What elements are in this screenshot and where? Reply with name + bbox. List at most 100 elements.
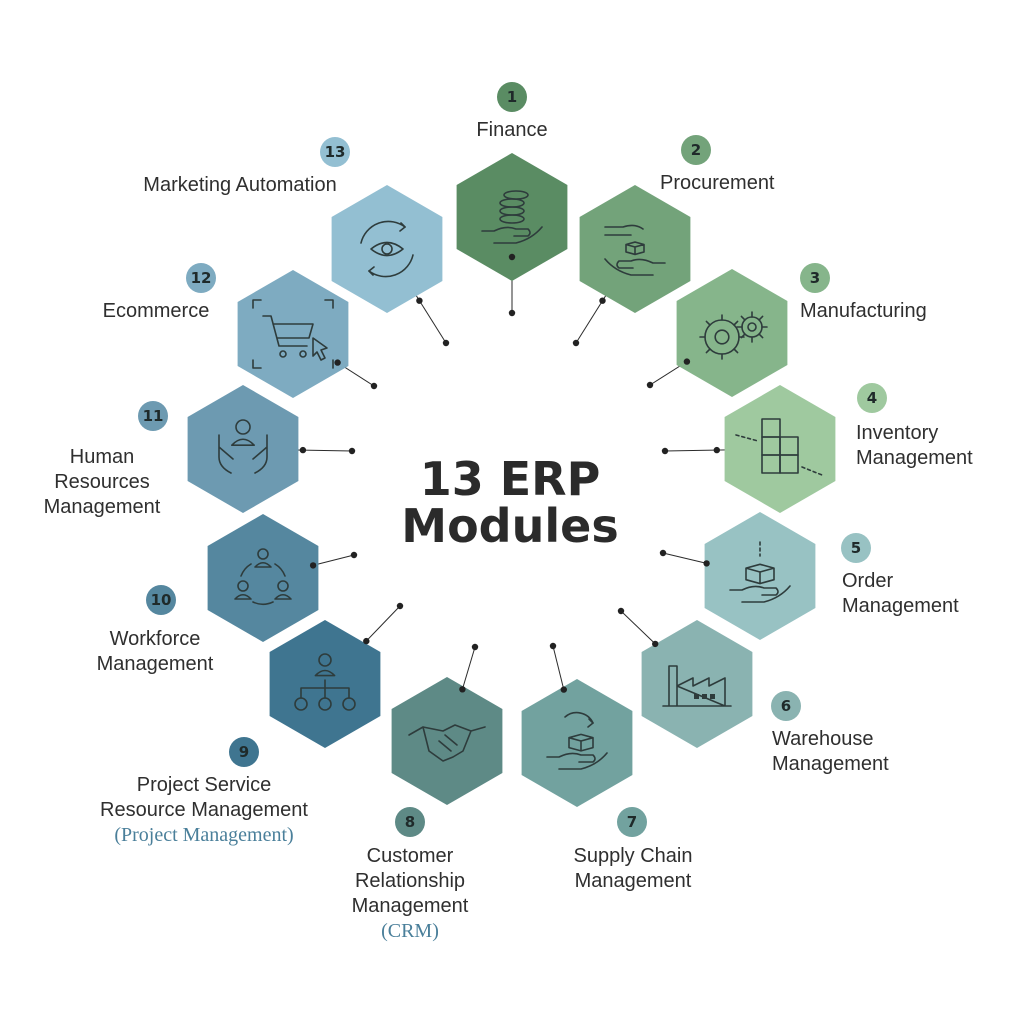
module-label-7-line-2: Management <box>575 870 692 892</box>
stacked-boxes-icon <box>735 418 823 476</box>
module-number-10: 10 <box>151 591 172 609</box>
module-label-7-line-1: Supply Chain <box>574 845 693 867</box>
module-sublabel-9: (Project Management) <box>114 824 293 846</box>
module-badge-11 <box>138 401 168 431</box>
module-label-1-line-1: Finance <box>476 119 547 141</box>
module-badge-10 <box>146 585 176 615</box>
module-hexagon-8 <box>391 677 503 805</box>
module-number-5: 5 <box>851 539 861 557</box>
module-label-11-line-1: Human <box>70 446 134 468</box>
module-badge-5 <box>841 533 871 563</box>
module-number-9: 9 <box>239 743 249 761</box>
connector-dot-outer-9 <box>363 637 370 645</box>
module-label-8-line-3: Management <box>352 895 469 917</box>
module-number-2: 2 <box>691 141 701 159</box>
person-hands-icon <box>218 419 268 474</box>
module-badge-2 <box>681 135 711 165</box>
module-badge-13 <box>320 137 350 167</box>
connector-dot-inner-6 <box>617 607 625 615</box>
module-number-13: 13 <box>325 143 346 161</box>
connector-dot-inner-3 <box>646 381 654 389</box>
module-number-8: 8 <box>405 813 415 831</box>
connector-dot-inner-5 <box>659 549 667 557</box>
box-cycle-hand-icon <box>546 711 608 770</box>
module-label-4-line-1: Inventory <box>856 422 938 444</box>
module-badge-9 <box>229 737 259 767</box>
module-label-9-line-1: Project Service <box>137 774 272 796</box>
module-label-5-line-2: Management <box>842 595 959 617</box>
module-number-11: 11 <box>143 407 164 425</box>
module-badge-6 <box>771 691 801 721</box>
module-label-8-line-1: Customer <box>367 845 454 867</box>
connector-dot-inner-10 <box>350 551 358 559</box>
center-title: 13 ERP Modules <box>401 452 618 553</box>
module-label-10-line-1: Workforce <box>110 628 201 650</box>
connector-dot-outer-10 <box>309 562 317 569</box>
module-label-13-line-1: Marketing Automation <box>143 174 336 196</box>
connector-dot-outer-12 <box>334 359 341 366</box>
module-badge-3 <box>800 263 830 293</box>
module-badge-7 <box>617 807 647 837</box>
module-hexagon-11 <box>187 385 299 513</box>
module-number-12: 12 <box>191 269 212 287</box>
box-exchange-hands-icon <box>604 224 666 276</box>
module-label-6-line-2: Management <box>772 753 889 775</box>
connector-dot-inner-7 <box>549 642 557 650</box>
module-label-6-line-1: Warehouse <box>772 728 874 750</box>
connector-dot-outer-7 <box>560 686 567 693</box>
connector-dot-inner-11 <box>348 447 356 455</box>
center-title-line1: 13 ERP <box>420 452 601 506</box>
team-cycle-icon <box>234 548 292 605</box>
modules: 1Finance2Procurement3Manufacturing4Inven… <box>44 82 973 942</box>
module-hexagon-13 <box>331 185 443 313</box>
connector-dot-inner-12 <box>370 382 378 390</box>
module-hexagon-1 <box>456 153 568 281</box>
connector-dot-inner-4 <box>661 447 669 455</box>
coins-hand-icon <box>481 190 543 244</box>
connector-dot-inner-9 <box>396 602 404 610</box>
module-badge-4 <box>857 383 887 413</box>
handshake-icon <box>408 724 486 762</box>
module-label-3-line-1: Manufacturing <box>800 300 927 322</box>
module-sublabel-8: (CRM) <box>381 920 439 942</box>
connector-dot-outer-4 <box>713 446 720 454</box>
connector-dot-outer-3 <box>683 358 691 365</box>
gears-icon <box>699 311 768 360</box>
eye-cycle-icon <box>360 220 414 278</box>
module-number-1: 1 <box>507 88 517 106</box>
module-label-9-line-2: Resource Management <box>100 799 308 821</box>
module-number-3: 3 <box>810 269 820 287</box>
module-hexagon-10 <box>207 514 319 642</box>
factory-icon <box>662 665 732 707</box>
module-label-2-line-1: Procurement <box>660 172 775 194</box>
org-chart-icon <box>294 653 356 711</box>
module-label-11-line-2: Resources <box>54 471 150 493</box>
module-label-4-line-2: Management <box>856 447 973 469</box>
module-number-6: 6 <box>781 697 791 715</box>
module-hexagon-3 <box>676 269 788 397</box>
connector-dot-outer-8 <box>459 686 466 693</box>
connector-dot-inner-8 <box>471 643 479 651</box>
module-number-4: 4 <box>867 389 877 407</box>
module-label-10-line-2: Management <box>97 653 214 675</box>
module-badge-1 <box>497 82 527 112</box>
module-badge-12 <box>186 263 216 293</box>
connector-dot-outer-6 <box>652 640 659 648</box>
connector-dot-outer-1 <box>508 253 516 261</box>
module-hexagon-7 <box>521 679 633 807</box>
box-hand-icon <box>729 541 791 603</box>
module-label-5-line-1: Order <box>842 570 893 592</box>
connector-dot-outer-13 <box>416 297 423 304</box>
connector-dot-inner-13 <box>442 339 450 347</box>
connector-dot-outer-2 <box>599 297 606 304</box>
